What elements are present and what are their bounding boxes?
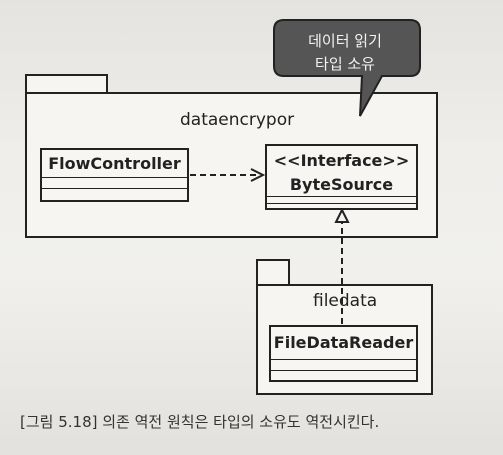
file-data-reader-class-name: FileDataReader xyxy=(273,333,414,352)
attributes-divider xyxy=(271,359,416,360)
attributes-divider xyxy=(267,196,416,197)
realization-triangle-icon xyxy=(334,207,350,223)
figure-caption: [그림 5.18] 의존 역전 원칙은 타입의 소유도 역전시킨다. xyxy=(20,413,380,431)
bubble-line-1: 데이터 읽기 xyxy=(308,32,382,50)
file-data-reader-class: FileDataReader xyxy=(269,325,418,382)
speech-bubble-text: 데이터 읽기 타입 소유 xyxy=(278,30,412,76)
dataencrypor-package-label: dataencrypor xyxy=(180,110,295,130)
flow-controller-class: FlowController xyxy=(40,148,189,202)
speech-bubble xyxy=(273,19,421,117)
interface-stereotype: <<Interface>> xyxy=(273,151,410,170)
operations-divider xyxy=(42,188,187,189)
filedata-package-tab xyxy=(256,259,290,286)
byte-source-interface-name: ByteSource xyxy=(289,175,394,194)
operations-divider xyxy=(271,370,416,371)
dependency-arrowhead xyxy=(250,168,266,182)
byte-source-interface: <<Interface>> ByteSource xyxy=(265,144,418,210)
attributes-divider xyxy=(42,177,187,178)
flow-controller-class-name: FlowController xyxy=(48,154,181,173)
filedata-package-label: filedata xyxy=(313,291,378,311)
operations-divider xyxy=(267,203,416,204)
bubble-line-2: 타입 소유 xyxy=(315,55,375,73)
